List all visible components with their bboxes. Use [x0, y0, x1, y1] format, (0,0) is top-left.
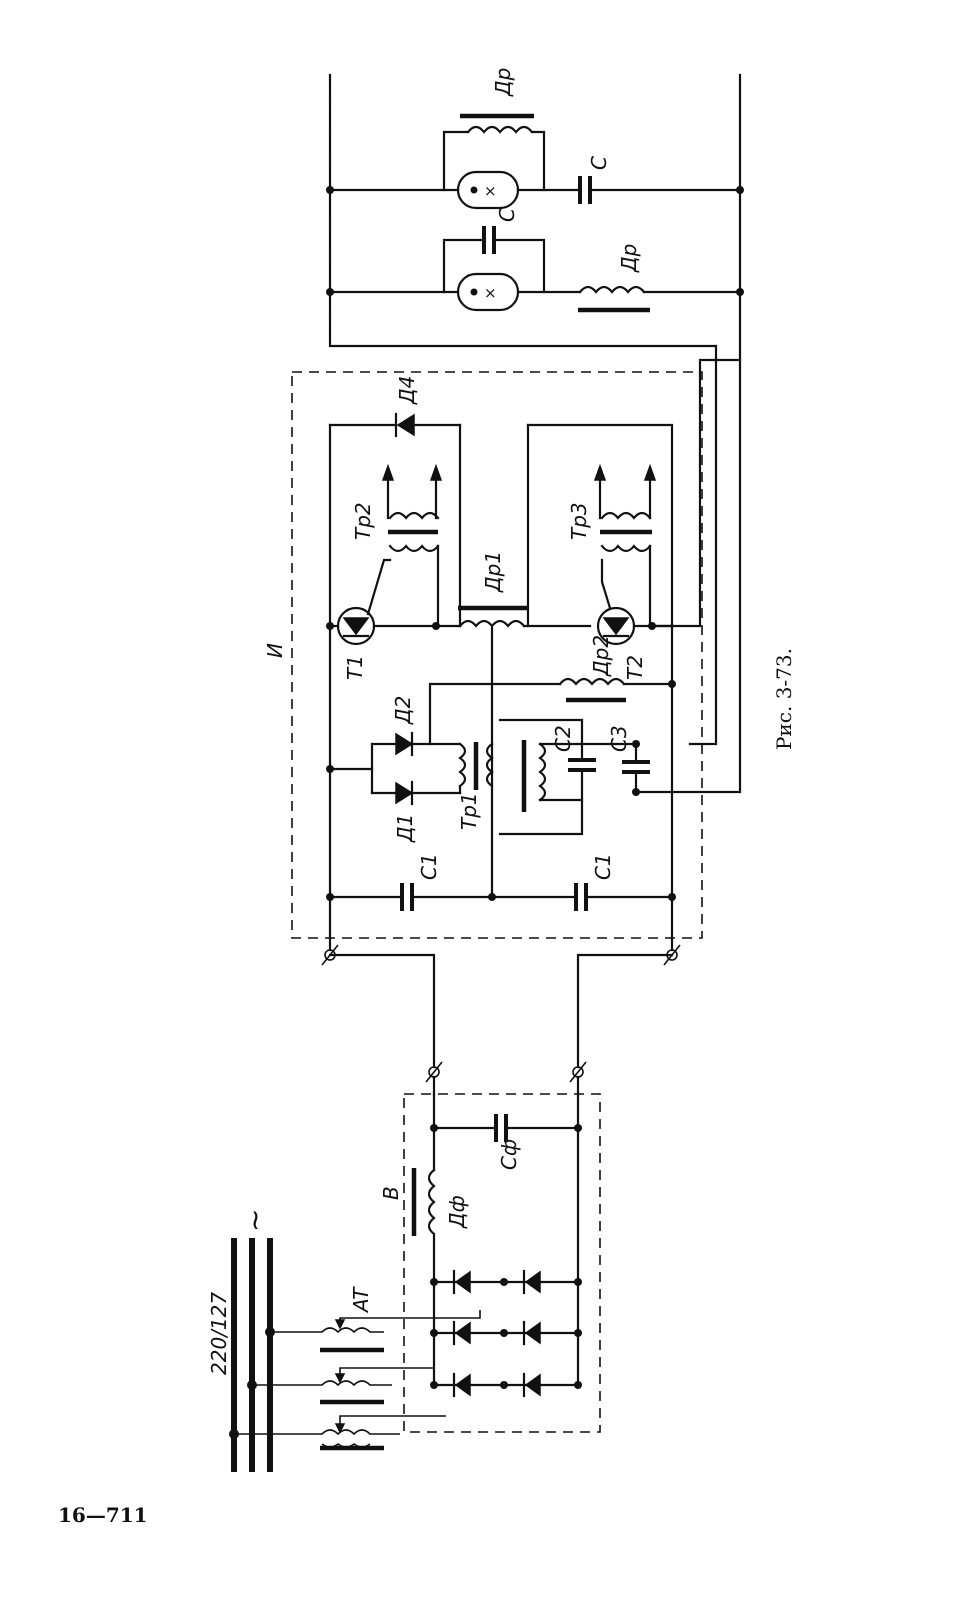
dr2-label: Др2 [589, 635, 613, 677]
rectifier-bridge [430, 1092, 582, 1398]
filter-choke-label: Дф [445, 1195, 469, 1229]
ac-symbol: ~ [238, 1209, 271, 1232]
c2-label: С2 [551, 725, 575, 752]
lamp-choke-2-label: Др [617, 244, 641, 273]
dr1-label: Др1 [481, 551, 505, 593]
tr2-label: Тр2 [351, 502, 375, 540]
lamp-circuit-2: × [326, 226, 744, 313]
lamp-cap-1-label: С [587, 156, 611, 170]
lamp-circuit-1: × [326, 113, 744, 210]
svg-text:×: × [484, 284, 497, 302]
tr3-label: Тр3 [567, 502, 591, 540]
figure-caption: Рис. 3-73. [772, 648, 796, 750]
rectifier-block [403, 1093, 601, 1433]
filter-cap-label: Сф [497, 1139, 521, 1170]
inverter-block [291, 371, 703, 939]
c3-label: С3 [607, 725, 631, 752]
t1-label: Т1 [343, 655, 367, 680]
d1-label: Д1 [393, 814, 417, 843]
tr1-label: Тр1 [457, 792, 481, 830]
page-number: 16—711 [58, 1503, 148, 1527]
voltage-label: 220/127 [207, 1292, 231, 1375]
lamp-cap-2-label: С [495, 208, 519, 222]
lamp-choke-1-label: Др [491, 68, 515, 97]
inverter-circuit [326, 412, 676, 952]
svg-text:×: × [484, 182, 497, 200]
autotransformer-label: AT [349, 1286, 373, 1314]
t2-label: Т2 [623, 655, 647, 680]
autotransformer-group [234, 1310, 481, 1451]
d2-label: Д2 [391, 696, 415, 725]
inverter-label: И [263, 643, 287, 658]
rectifier-label: B [379, 1186, 403, 1200]
c1-top-label: С1 [417, 853, 441, 880]
c1-bottom-label: С1 [591, 853, 615, 880]
d4-label: Д4 [395, 376, 419, 405]
filter-choke [411, 1168, 436, 1236]
supply-bus [229, 1238, 275, 1472]
filter-capacitor [430, 1114, 582, 1142]
